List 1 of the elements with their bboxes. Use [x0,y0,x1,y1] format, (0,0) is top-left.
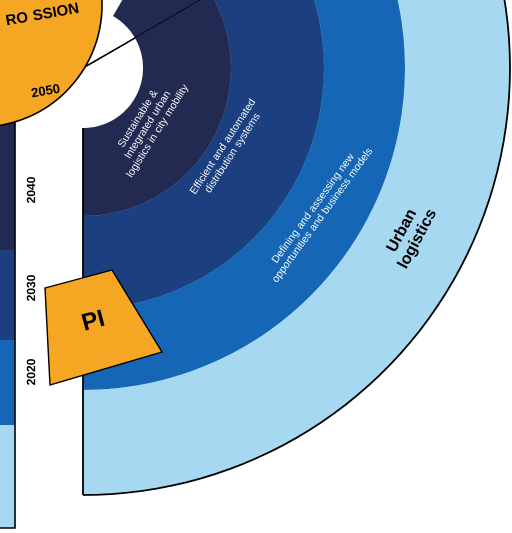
year-label: 2040 [26,177,36,203]
